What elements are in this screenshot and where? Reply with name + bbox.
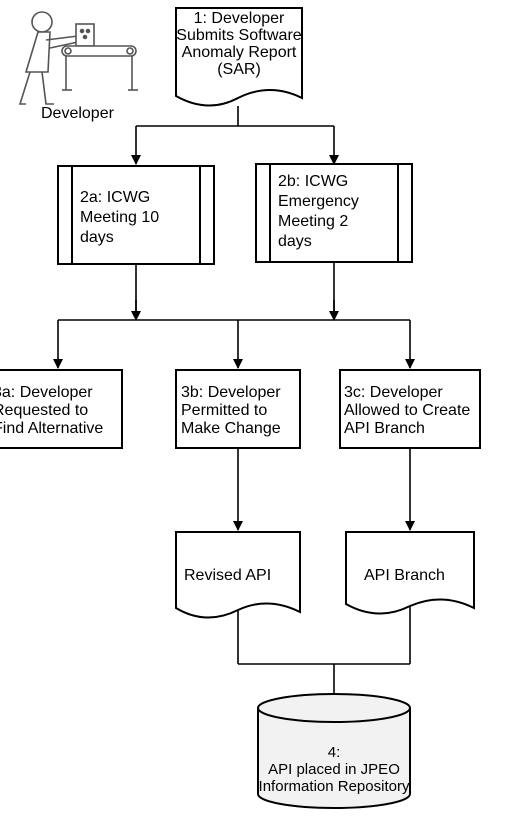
repository-cylinder-shape [257, 693, 411, 809]
icwg-emergency-shape [255, 163, 413, 263]
repository-label: 4: API placed in JPEO Information Reposi… [258, 744, 410, 795]
revised-api-label: Revised API [184, 567, 272, 584]
find-alternative-label: 3a: Developer Requested to Find Alternat… [0, 384, 104, 437]
create-branch-shape [339, 369, 481, 449]
shapes [0, 7, 481, 809]
api-branch-label: API Branch [364, 567, 445, 584]
api-branch-document-shape [345, 531, 475, 615]
sar-label: 1: Developer Submits Software Anomaly Re… [176, 10, 302, 78]
icwg-emergency-label: 2b: ICWG Emergency Meeting 2 days [278, 173, 359, 250]
create-branch-label: 3c: Developer Allowed to Create API Bran… [344, 384, 471, 437]
icwg-meeting-label: 2a: ICWG Meeting 10 days [80, 189, 160, 246]
revised-api-document-shape [175, 531, 301, 619]
sar-document-shape [175, 7, 303, 107]
developer-label: Developer [41, 105, 114, 122]
find-alternative-shape [0, 369, 123, 449]
connectors [53, 106, 415, 715]
developer-icon [18, 11, 138, 105]
make-change-label: 3b: Developer Permitted to Make Change [181, 384, 281, 437]
make-change-shape [175, 369, 301, 449]
icwg-meeting-shape [57, 165, 215, 265]
